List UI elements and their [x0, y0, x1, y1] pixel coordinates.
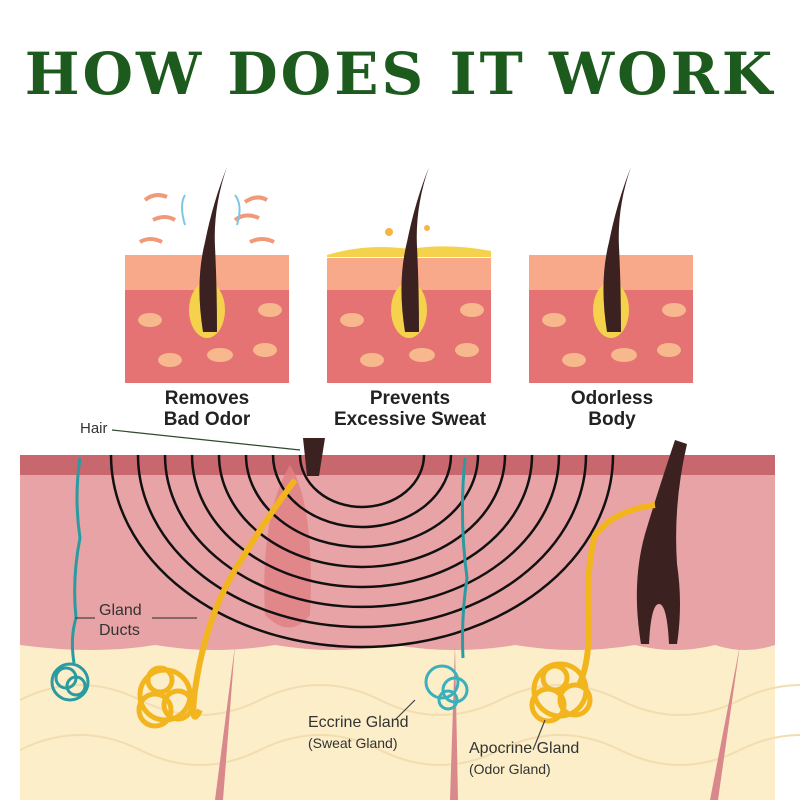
- eccrine-gland-left: [50, 662, 90, 702]
- skin-hair-illustration: [327, 167, 491, 383]
- wave-ring: [217, 454, 507, 569]
- hair-right: [636, 440, 687, 644]
- apocrine-gland-left: [136, 665, 195, 729]
- label-line: (Odor Gland): [469, 761, 551, 777]
- wave-ring: [136, 454, 588, 629]
- page-title: HOW DOES IT WORK: [24, 40, 776, 108]
- skin-hair-illustration: [125, 167, 289, 383]
- hair-label: Hair: [80, 420, 108, 437]
- eccrine-gland-label: Eccrine Gland (Sweat Gland): [308, 713, 409, 753]
- panel-odorless-body: [529, 160, 693, 384]
- label-line: Apocrine Gland: [469, 740, 580, 757]
- wave-ring: [298, 454, 426, 509]
- wave-ring: [190, 454, 534, 589]
- label-line: Ducts: [99, 622, 140, 639]
- apocrine-gland-label: Apocrine Gland (Odor Gland): [469, 739, 579, 779]
- label-line: (Sweat Gland): [308, 735, 398, 751]
- caption-line: Prevents: [369, 388, 451, 409]
- epidermis-layer: [20, 455, 775, 475]
- wave-ring: [244, 454, 480, 549]
- caption-line: Body: [588, 409, 636, 430]
- hair-shaft: [303, 438, 325, 476]
- label-line: Gland: [99, 602, 142, 619]
- skin-hair-illustration: [529, 167, 693, 383]
- wave-ring: [109, 454, 615, 649]
- wave-ring: [163, 454, 561, 609]
- eccrine-gland-center: [424, 664, 469, 711]
- caption-line: Odorless: [570, 388, 654, 409]
- skin-cross-section-diagram: [19, 429, 800, 800]
- panel-prevents-excessive-sweat: [327, 160, 491, 384]
- apocrine-gland-right: [529, 661, 593, 724]
- wave-ring: [271, 454, 453, 529]
- sweat-duct-left: [70, 457, 82, 664]
- wave-rings: [109, 454, 615, 649]
- caption-line: Removes: [164, 388, 250, 409]
- label-line: Eccrine Gland: [308, 714, 409, 731]
- caption-line: Bad Odor: [163, 409, 251, 430]
- panel-removes-bad-odor: [125, 160, 289, 384]
- odor-duct-right: [576, 502, 656, 687]
- caption-line: Excessive Sweat: [333, 409, 487, 430]
- sweat-duct-center: [460, 457, 469, 659]
